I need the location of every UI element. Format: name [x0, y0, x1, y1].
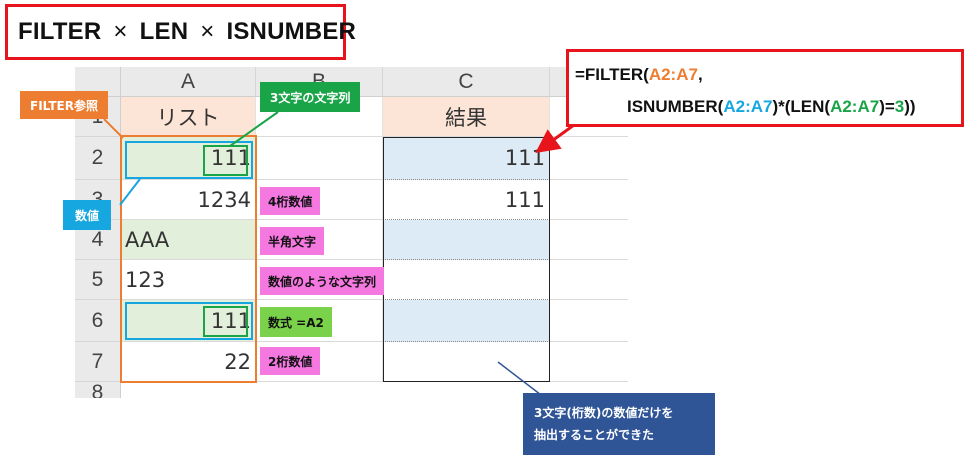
title-len: LEN — [139, 18, 189, 45]
title-isnumber: ISNUMBER — [226, 18, 357, 45]
formula-arrow — [535, 123, 575, 154]
formula-range-filter: A2:A7 — [648, 65, 698, 84]
title-banner: FILTER × LEN × ISNUMBER — [5, 4, 356, 60]
row-header-6[interactable]: 6 — [75, 300, 121, 342]
cell-d6[interactable] — [550, 300, 628, 342]
cell-d1[interactable] — [550, 97, 628, 137]
formula-line-2: ISNUMBER(A2:A7)*(LEN(A2:A7)=3)) — [627, 97, 916, 117]
two-digit-label: 2桁数値 — [260, 347, 321, 375]
row-header-8[interactable]: 8 — [75, 382, 121, 398]
filter-range-outline — [120, 135, 257, 383]
cell-b7[interactable] — [256, 342, 383, 382]
three-char-highlight-a2 — [203, 145, 248, 176]
three-chars-label: 3文字の文字列 — [260, 82, 361, 112]
result-note-line-1: 3文字(桁数)の数値だけを — [534, 406, 674, 420]
three-char-highlight-a6 — [203, 306, 248, 337]
result-note: 3文字(桁数)の数値だけを 抽出することができた — [523, 393, 715, 455]
column-header-a[interactable]: A — [121, 67, 256, 97]
cell-d3[interactable] — [550, 180, 628, 220]
filter-ref-connector — [103, 118, 124, 139]
row-header-7[interactable]: 7 — [75, 342, 121, 382]
formula-line-1: =FILTER(A2:A7, — [575, 65, 703, 85]
number-highlight-a6 — [125, 302, 253, 340]
title-filter: FILTER — [18, 18, 102, 45]
cell-c1-header-result[interactable]: 結果 — [383, 97, 550, 137]
cell-row8[interactable] — [121, 382, 628, 398]
column-header-c[interactable]: C — [383, 67, 550, 97]
formula-isnumber: ISNUMBER( — [627, 97, 724, 116]
three-chars-connector — [229, 111, 279, 147]
formula-a2-label: 数式 =A2 — [260, 307, 332, 337]
formula-range-isnumber: A2:A7 — [723, 97, 773, 116]
formula-equals: )= — [879, 97, 895, 116]
number-connector — [119, 178, 141, 206]
formula-number-3: 3 — [894, 97, 905, 116]
cell-c6[interactable] — [383, 300, 550, 342]
number-highlight-a2 — [125, 141, 253, 179]
cell-b1[interactable] — [256, 97, 383, 137]
cell-a4[interactable]: AAA — [121, 220, 256, 260]
numlike-string-label: 数値のような文字列 — [260, 267, 385, 295]
note-connector — [497, 361, 546, 399]
cell-b6[interactable] — [256, 300, 383, 342]
cell-d7[interactable] — [550, 342, 628, 382]
cell-b2[interactable] — [256, 137, 383, 180]
cell-a1-header-list[interactable]: リスト — [121, 97, 256, 137]
result-range-outline — [383, 137, 550, 382]
cell-c4[interactable] — [383, 220, 550, 260]
filter-ref-label: FILTER参照 — [20, 91, 108, 119]
cell-a3[interactable]: 1234 — [121, 180, 256, 220]
cell-d4[interactable] — [550, 220, 628, 260]
formula-filter: =FILTER( — [575, 65, 649, 84]
cell-d2[interactable] — [550, 137, 628, 180]
halfwidth-label: 半角文字 — [260, 227, 325, 255]
cell-b3[interactable] — [256, 180, 383, 220]
formula-callout: =FILTER(A2:A7, ISNUMBER(A2:A7)*(LEN(A2:A… — [566, 49, 964, 127]
four-digit-label: 4桁数値 — [260, 187, 321, 215]
formula-close: )) — [904, 97, 916, 116]
row-header-5[interactable]: 5 — [75, 260, 121, 300]
title-times-2: × — [200, 18, 215, 45]
number-label: 数値 — [63, 200, 112, 230]
formula-len: )*(LEN( — [772, 97, 831, 116]
cell-b4[interactable] — [256, 220, 383, 260]
result-note-line-2: 抽出することができた — [534, 428, 655, 442]
title-times-1: × — [113, 18, 128, 45]
formula-range-len: A2:A7 — [830, 97, 880, 116]
cell-d5[interactable] — [550, 260, 628, 300]
formula-comma: , — [697, 65, 703, 84]
